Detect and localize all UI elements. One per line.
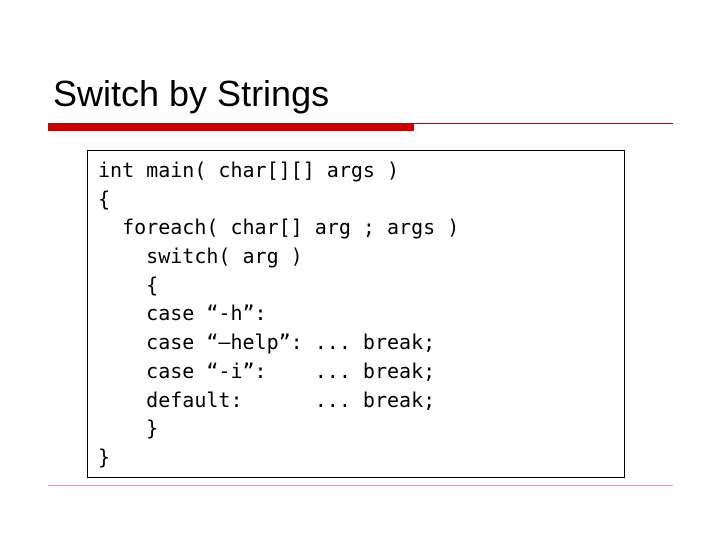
code-line: switch( arg ) xyxy=(98,244,303,269)
code-line: case “-h”: xyxy=(98,301,267,326)
slide-title: Switch by Strings xyxy=(53,73,330,114)
code-line: } xyxy=(98,444,111,469)
code-line: { xyxy=(98,272,159,297)
code-line: default: ... break; xyxy=(98,387,436,412)
code-block: int main( char[][] args ) { foreach( char… xyxy=(98,156,459,472)
title-underline-thick xyxy=(48,123,414,131)
footer-divider xyxy=(48,485,673,486)
code-line: { xyxy=(98,186,111,211)
code-line: } xyxy=(98,416,159,441)
title-underline-thin xyxy=(414,123,673,124)
code-line: case “–help”: ... break; xyxy=(98,330,436,355)
code-box: int main( char[][] args ) { foreach( char… xyxy=(87,150,625,478)
code-line: foreach( char[] arg ; args ) xyxy=(98,215,460,240)
code-line: int main( char[][] args ) xyxy=(98,158,400,182)
code-line: case “-i”: ... break; xyxy=(98,358,436,383)
